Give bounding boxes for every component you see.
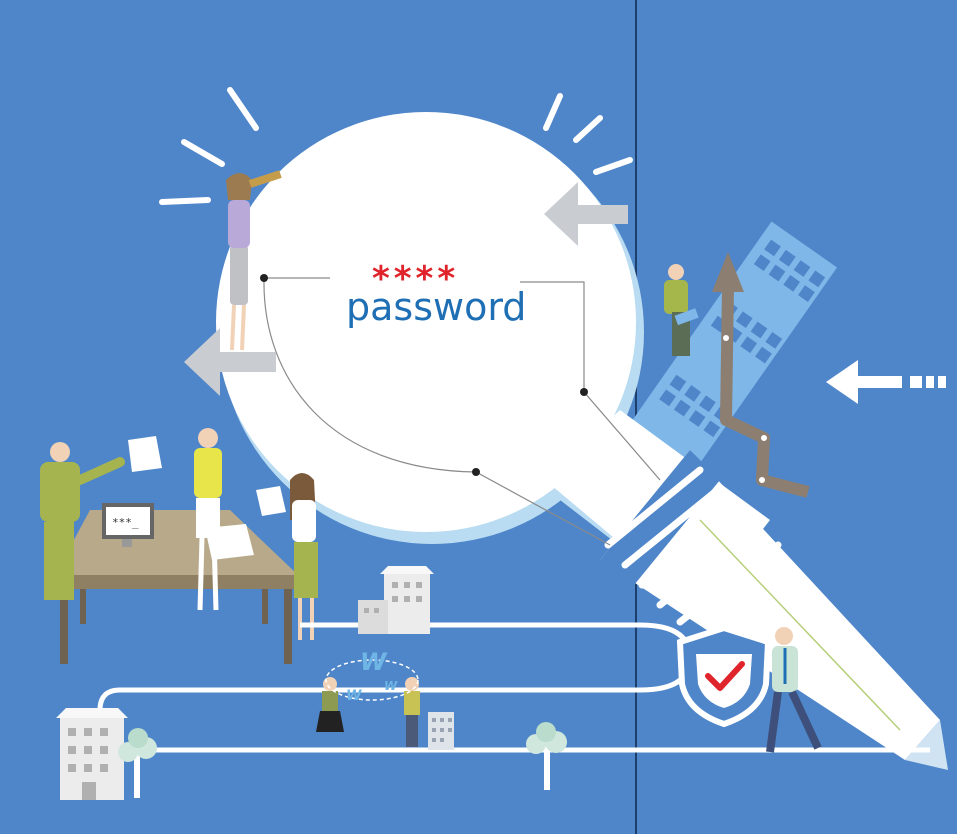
tree-icon bbox=[526, 722, 567, 790]
woman-yellow-top bbox=[194, 428, 222, 611]
people-exchanging: W W W bbox=[316, 648, 420, 747]
tree-icon bbox=[118, 728, 157, 798]
connector-lines bbox=[263, 277, 661, 546]
light-rays bbox=[159, 87, 633, 205]
woman-white-top bbox=[290, 473, 318, 640]
man-standing bbox=[40, 442, 125, 600]
node-dot bbox=[260, 274, 268, 282]
arrow-left-icon bbox=[184, 182, 628, 396]
person-with-laptop bbox=[664, 264, 699, 356]
computer-monitor-icon: ***_ bbox=[102, 503, 154, 547]
monitor-screen-text: ***_ bbox=[112, 516, 139, 529]
woman-with-binoculars bbox=[226, 170, 282, 351]
building-icon bbox=[56, 708, 128, 800]
floating-letter: W bbox=[360, 648, 388, 676]
node-dot bbox=[472, 468, 480, 476]
node-dot bbox=[580, 388, 588, 396]
arrow-left-icon bbox=[826, 360, 946, 404]
building-icon bbox=[428, 712, 454, 750]
man-walking bbox=[766, 627, 822, 753]
floating-letter: W bbox=[346, 688, 362, 704]
password-word: password bbox=[346, 285, 526, 329]
floating-letter: W bbox=[384, 679, 398, 693]
password-stars: **** bbox=[372, 259, 459, 299]
arrow-up-icon bbox=[712, 252, 810, 498]
shield-check-icon bbox=[676, 624, 772, 728]
building-icon bbox=[358, 566, 434, 634]
lightbulb-icon bbox=[216, 112, 948, 770]
